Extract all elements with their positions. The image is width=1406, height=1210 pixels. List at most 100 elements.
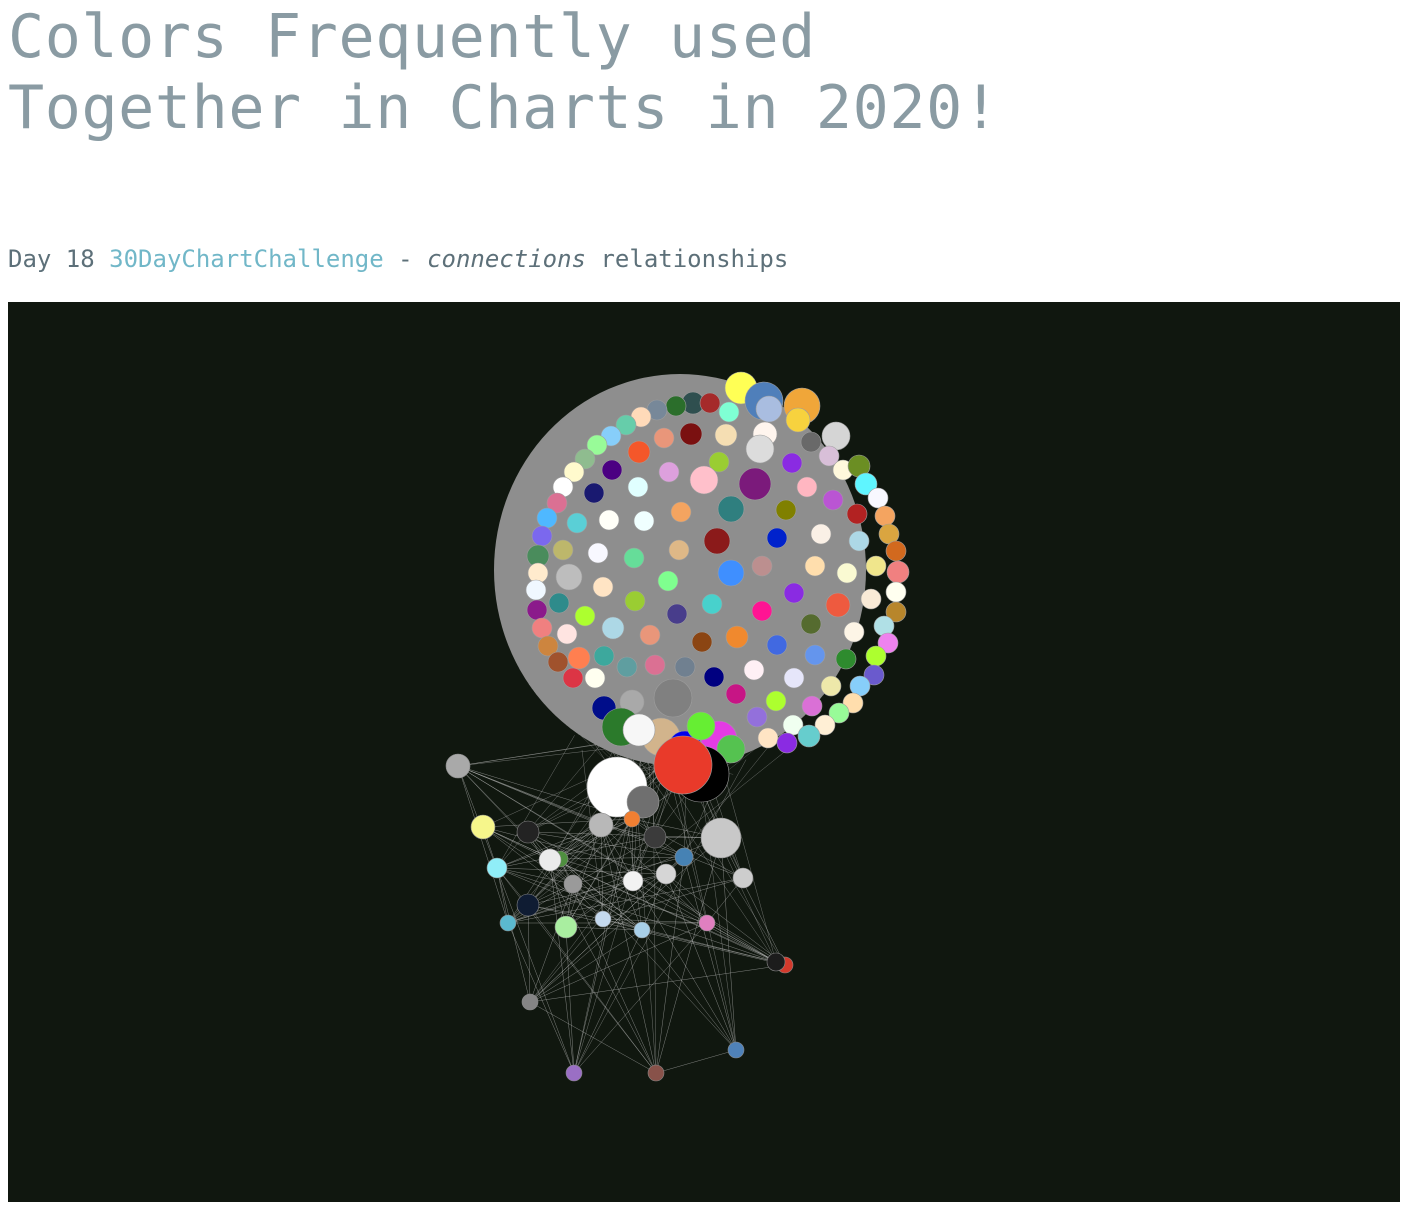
color-node[interactable] — [698, 914, 716, 932]
color-node[interactable] — [800, 431, 822, 453]
color-node[interactable] — [797, 724, 821, 748]
color-node[interactable] — [565, 1064, 583, 1082]
color-node[interactable] — [521, 993, 539, 1011]
color-node[interactable] — [885, 601, 907, 623]
color-node[interactable] — [616, 656, 638, 678]
color-node[interactable] — [801, 695, 823, 717]
color-node[interactable] — [516, 893, 540, 917]
color-node[interactable] — [562, 667, 584, 689]
color-node[interactable] — [587, 542, 609, 564]
color-node[interactable] — [745, 434, 775, 464]
color-node[interactable] — [867, 487, 889, 509]
color-node[interactable] — [691, 631, 713, 653]
color-node[interactable] — [846, 503, 868, 525]
color-node[interactable] — [531, 525, 553, 547]
color-node[interactable] — [633, 510, 655, 532]
color-node[interactable] — [622, 870, 644, 892]
color-node[interactable] — [627, 476, 649, 498]
color-node[interactable] — [765, 690, 787, 712]
color-node[interactable] — [623, 547, 645, 569]
color-node[interactable] — [757, 727, 779, 749]
color-node[interactable] — [547, 651, 569, 673]
network-graph[interactable] — [8, 302, 1400, 1202]
color-node[interactable] — [800, 613, 822, 635]
color-node[interactable] — [583, 482, 605, 504]
color-node[interactable] — [643, 825, 667, 849]
color-node[interactable] — [783, 582, 805, 604]
color-node[interactable] — [751, 600, 773, 622]
color-node[interactable] — [668, 539, 690, 561]
color-node[interactable] — [820, 675, 842, 697]
color-node[interactable] — [821, 421, 851, 451]
color-node[interactable] — [655, 863, 677, 885]
color-node[interactable] — [766, 634, 788, 656]
color-node[interactable] — [699, 392, 721, 414]
color-node[interactable] — [555, 563, 583, 591]
color-node[interactable] — [566, 512, 588, 534]
color-node[interactable] — [567, 646, 591, 670]
color-node[interactable] — [828, 702, 850, 724]
color-node[interactable] — [679, 422, 703, 446]
color-node[interactable] — [703, 527, 731, 555]
color-node[interactable] — [445, 753, 471, 779]
color-node[interactable] — [783, 667, 805, 689]
color-node[interactable] — [623, 810, 641, 828]
color-node[interactable] — [700, 817, 742, 859]
color-node[interactable] — [674, 656, 696, 678]
color-node[interactable] — [725, 625, 749, 649]
color-node[interactable] — [718, 401, 740, 423]
color-node[interactable] — [877, 632, 899, 654]
color-node[interactable] — [586, 434, 608, 456]
color-node[interactable] — [526, 599, 548, 621]
color-node[interactable] — [746, 706, 768, 728]
color-node[interactable] — [727, 1041, 745, 1059]
color-node[interactable] — [804, 555, 826, 577]
color-node[interactable] — [666, 603, 688, 625]
color-node[interactable] — [886, 560, 910, 584]
color-node[interactable] — [865, 555, 887, 577]
color-node[interactable] — [598, 509, 620, 531]
color-node[interactable] — [738, 467, 772, 501]
color-node[interactable] — [785, 407, 811, 433]
color-node[interactable] — [633, 921, 651, 939]
challenge-link[interactable]: 30DayChartChallenge — [109, 245, 384, 273]
color-node[interactable] — [531, 617, 553, 639]
color-node[interactable] — [796, 476, 818, 498]
color-node[interactable] — [554, 915, 578, 939]
color-node[interactable] — [548, 592, 570, 614]
color-node[interactable] — [874, 505, 896, 527]
color-node[interactable] — [470, 814, 496, 840]
color-node[interactable] — [563, 874, 583, 894]
color-node[interactable] — [657, 570, 679, 592]
color-node[interactable] — [818, 445, 840, 467]
color-node[interactable] — [835, 648, 857, 670]
color-node[interactable] — [624, 590, 646, 612]
color-node[interactable] — [776, 732, 798, 754]
color-node[interactable] — [755, 395, 783, 423]
color-node[interactable] — [626, 785, 660, 819]
color-node[interactable] — [701, 593, 723, 615]
color-node[interactable] — [563, 461, 585, 483]
color-node[interactable] — [592, 576, 614, 598]
color-node[interactable] — [822, 489, 844, 511]
color-node[interactable] — [670, 501, 692, 523]
color-node[interactable] — [725, 683, 747, 705]
color-node[interactable] — [594, 910, 612, 928]
color-node[interactable] — [716, 734, 746, 764]
color-node[interactable] — [525, 579, 547, 601]
color-node[interactable] — [486, 857, 508, 879]
color-node[interactable] — [653, 427, 675, 449]
color-node[interactable] — [854, 472, 878, 496]
color-node[interactable] — [537, 635, 559, 657]
color-node[interactable] — [714, 423, 738, 447]
color-node[interactable] — [885, 540, 907, 562]
color-node[interactable] — [499, 914, 517, 932]
color-node[interactable] — [653, 735, 713, 795]
color-node[interactable] — [775, 499, 797, 521]
color-node[interactable] — [863, 664, 885, 686]
color-node[interactable] — [804, 644, 826, 666]
color-node[interactable] — [717, 559, 745, 587]
color-node[interactable] — [865, 645, 887, 667]
color-node[interactable] — [825, 592, 851, 618]
color-node[interactable] — [873, 615, 895, 637]
